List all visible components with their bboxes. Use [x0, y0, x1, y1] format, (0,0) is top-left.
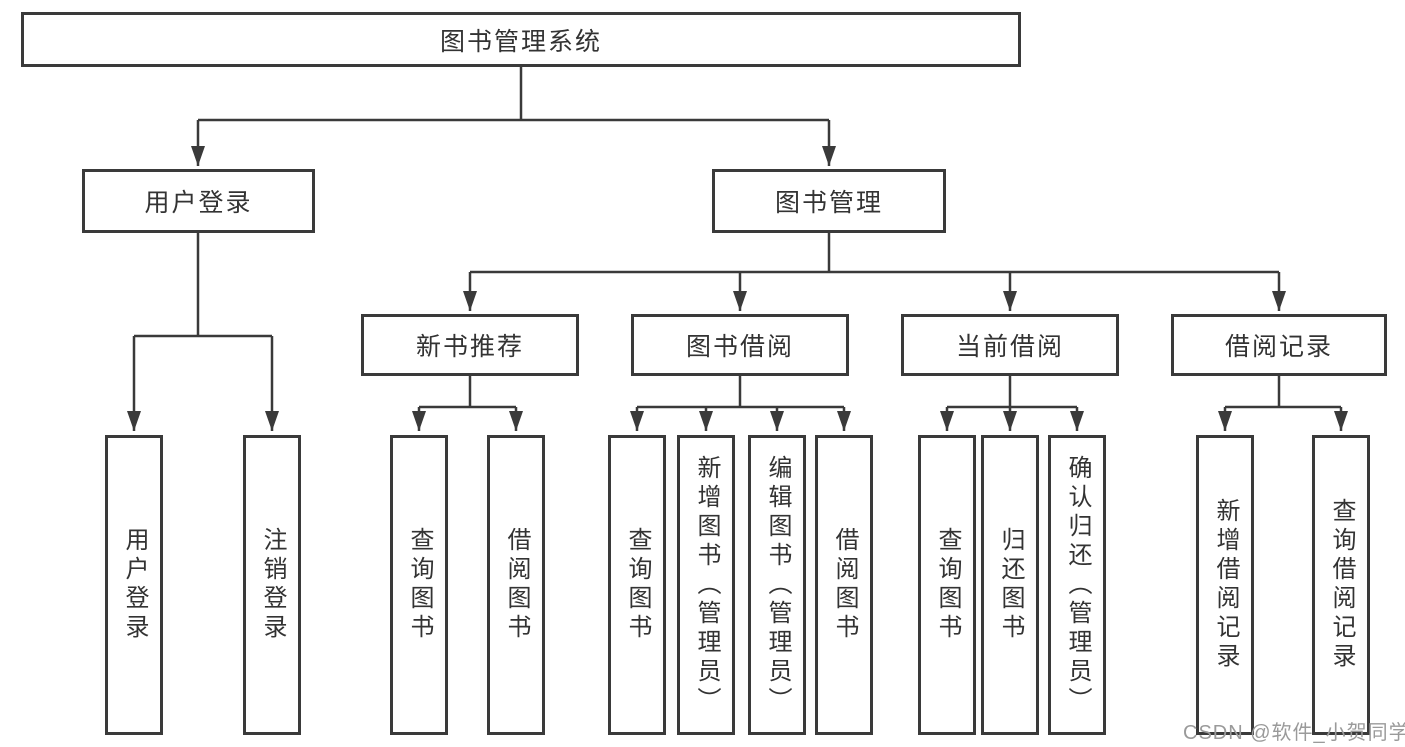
node-current-borrowing: 当前借阅: [901, 314, 1119, 376]
connector-book-management-to-level3: [463, 233, 1286, 311]
node-book-management: 图书管理: [712, 169, 946, 233]
node-leaf-return-books: 归还图书: [981, 435, 1039, 735]
node-leaf-query-books-current: 查询图书: [918, 435, 976, 735]
node-book-borrowing: 图书借阅: [631, 314, 849, 376]
node-leaf-borrow-books: 借阅图书: [815, 435, 873, 735]
node-user-login: 用户登录: [82, 169, 315, 233]
node-leaf-query-borrow-record: 查询借阅记录: [1312, 435, 1370, 735]
node-leaf-query-books-borrow: 查询图书: [608, 435, 666, 735]
connector-current-borrow-to-children: [940, 376, 1084, 431]
node-leaf-user-login: 用户登录: [105, 435, 163, 735]
node-leaf-add-borrow-record: 新增借阅记录: [1196, 435, 1254, 735]
node-leaf-confirm-return-admin: 确认归还（管理员）: [1048, 435, 1106, 735]
node-leaf-borrow-books-recommend: 借阅图书: [487, 435, 545, 735]
csdn-watermark: CSDN @软件_小贺同学: [1183, 722, 1405, 744]
connector-new-book-to-children: [412, 376, 523, 431]
node-leaf-logout: 注销登录: [243, 435, 301, 735]
node-library-system: 图书管理系统: [21, 12, 1021, 67]
connector-borrow-records-to-children: [1218, 376, 1348, 431]
connector-book-borrow-to-children: [630, 376, 851, 431]
connector-user-login-to-children: [127, 233, 279, 431]
connector-root-to-level2: [191, 67, 836, 166]
node-new-book-recommendation: 新书推荐: [361, 314, 579, 376]
node-leaf-add-books-admin: 新增图书（管理员）: [677, 435, 735, 735]
node-leaf-edit-books-admin: 编辑图书（管理员）: [748, 435, 806, 735]
node-borrowing-records: 借阅记录: [1171, 314, 1387, 376]
node-leaf-query-books-recommend: 查询图书: [390, 435, 448, 735]
